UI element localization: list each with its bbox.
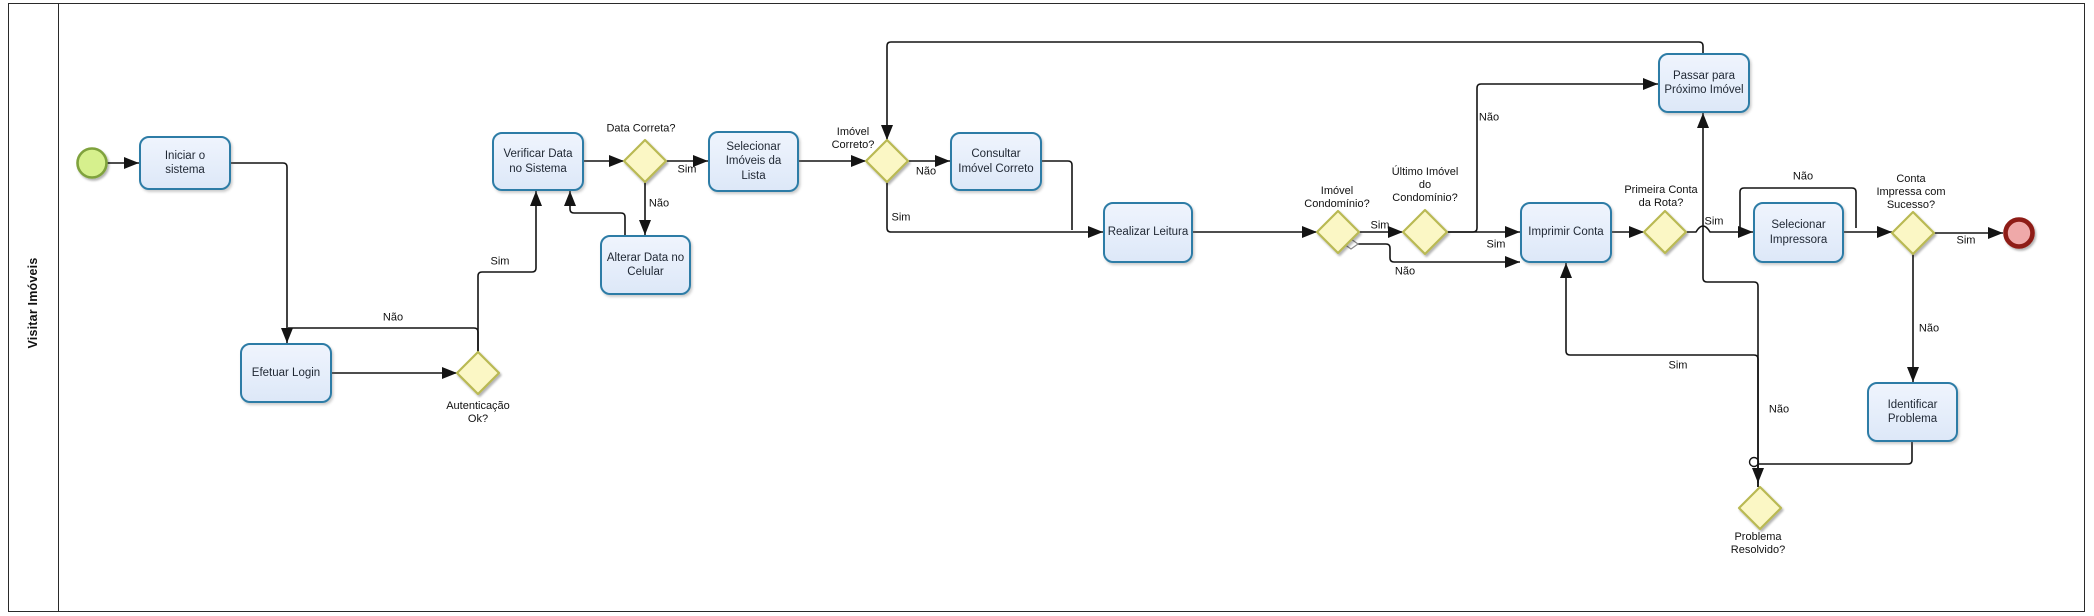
flow-label-data-sim: Sim bbox=[677, 163, 697, 176]
flow-ultimo-nao bbox=[1447, 77, 1658, 233]
task-selecionar-impressora[interactable]: Selecionar Impressora bbox=[1753, 202, 1844, 263]
gateway-primeira-conta[interactable] bbox=[1642, 209, 1688, 255]
flow-problema-nao bbox=[1696, 112, 1759, 487]
task-identificar-problema[interactable]: Identificar Problema bbox=[1867, 382, 1958, 442]
flow-condominio-nao bbox=[1349, 243, 1520, 269]
gateway-label-data-correta: Data Correta? bbox=[606, 122, 676, 135]
flow-label-imovel-correto-nao: Não bbox=[915, 165, 937, 178]
flow-primeira-nao bbox=[1739, 187, 1857, 229]
task-iniciar-o-sistema[interactable]: Iniciar o sistema bbox=[139, 136, 231, 190]
gateway-label-imovel-condominio: Imóvel Condomínio? bbox=[1304, 184, 1370, 210]
flow-label-conta-nao: Não bbox=[1918, 322, 1940, 335]
flow-label-ultimo-sim: Sim bbox=[1486, 238, 1506, 251]
flow-identificar-to-problema bbox=[1751, 442, 1913, 483]
flow-label-primeira-sim: Sim bbox=[1704, 215, 1724, 228]
flow-label-condominio-sim: Sim bbox=[1370, 219, 1390, 232]
task-alterar-data[interactable]: Alterar Data no Celular bbox=[600, 235, 691, 295]
task-imprimir-conta[interactable]: Imprimir Conta bbox=[1520, 202, 1612, 263]
gateway-autenticacao[interactable] bbox=[455, 350, 501, 396]
flow-autenticacao-sim bbox=[477, 191, 543, 353]
flow-imovelcorreto-sim bbox=[886, 182, 1103, 239]
task-realizar-leitura[interactable]: Realizar Leitura bbox=[1103, 202, 1193, 263]
gateway-label-primeira-conta: Primeira Conta da Rota? bbox=[1624, 183, 1698, 209]
task-consultar-imovel[interactable]: Consultar Imóvel Correto bbox=[950, 132, 1042, 191]
gateway-imovel-condominio[interactable] bbox=[1315, 209, 1361, 255]
gateway-conta-impressa[interactable] bbox=[1890, 210, 1936, 256]
flow-passar-to-imovelcorreto bbox=[880, 41, 1704, 140]
flow-alterar-to-verificar bbox=[563, 191, 626, 235]
flow-label-problema-sim: Sim bbox=[1668, 359, 1688, 372]
lane-header bbox=[8, 3, 59, 612]
flow-problema-sim bbox=[1559, 263, 1759, 487]
gateway-label-ultimo-imovel: Último Imóvel do Condomínio? bbox=[1391, 166, 1459, 205]
flow-label-primeira-nao: Não bbox=[1792, 170, 1814, 183]
flow-label-conta-sim: Sim bbox=[1956, 234, 1976, 247]
gateway-imovel-correto[interactable] bbox=[864, 138, 910, 184]
task-efetuar-login[interactable]: Efetuar Login bbox=[240, 343, 332, 403]
gateway-label-problema-resolvido: Problema Resolvido? bbox=[1730, 530, 1786, 556]
flow-label-imovel-correto-sim: Sim bbox=[891, 211, 911, 224]
gateway-data-correta[interactable] bbox=[622, 138, 668, 184]
task-verificar-data[interactable]: Verificar Data no Sistema bbox=[492, 132, 584, 191]
flow-label-autenticacao-sim: Sim bbox=[490, 255, 510, 268]
flow-label-condominio-nao: Não bbox=[1394, 265, 1416, 278]
flow-consultar-to-realizar bbox=[1042, 160, 1073, 230]
gateway-label-conta-impressa: Conta Impressa com Sucesso? bbox=[1876, 173, 1946, 212]
flow-label-data-nao: Não bbox=[648, 197, 670, 210]
flow-iniciar-to-efetuar bbox=[230, 162, 294, 343]
flow-label-problema-nao: Não bbox=[1768, 403, 1790, 416]
flow-label-autenticacao-nao: Não bbox=[382, 311, 404, 324]
flow-label-ultimo-nao: Não bbox=[1478, 111, 1500, 124]
start-event[interactable] bbox=[76, 147, 108, 179]
end-event[interactable] bbox=[2003, 217, 2035, 249]
gateway-label-autenticacao: Autenticação Ok? bbox=[446, 399, 510, 425]
task-passar-proximo-imovel[interactable]: Passar para Próximo Imóvel bbox=[1658, 53, 1750, 113]
gateway-ultimo-imovel[interactable] bbox=[1401, 208, 1449, 256]
gateway-problema-resolvido[interactable] bbox=[1737, 485, 1783, 531]
line-jump bbox=[1748, 456, 1760, 468]
task-selecionar-imoveis[interactable]: Selecionar Imóveis da Lista bbox=[708, 131, 799, 192]
gateway-label-imovel-correto: Imóvel Correto? bbox=[831, 125, 875, 151]
